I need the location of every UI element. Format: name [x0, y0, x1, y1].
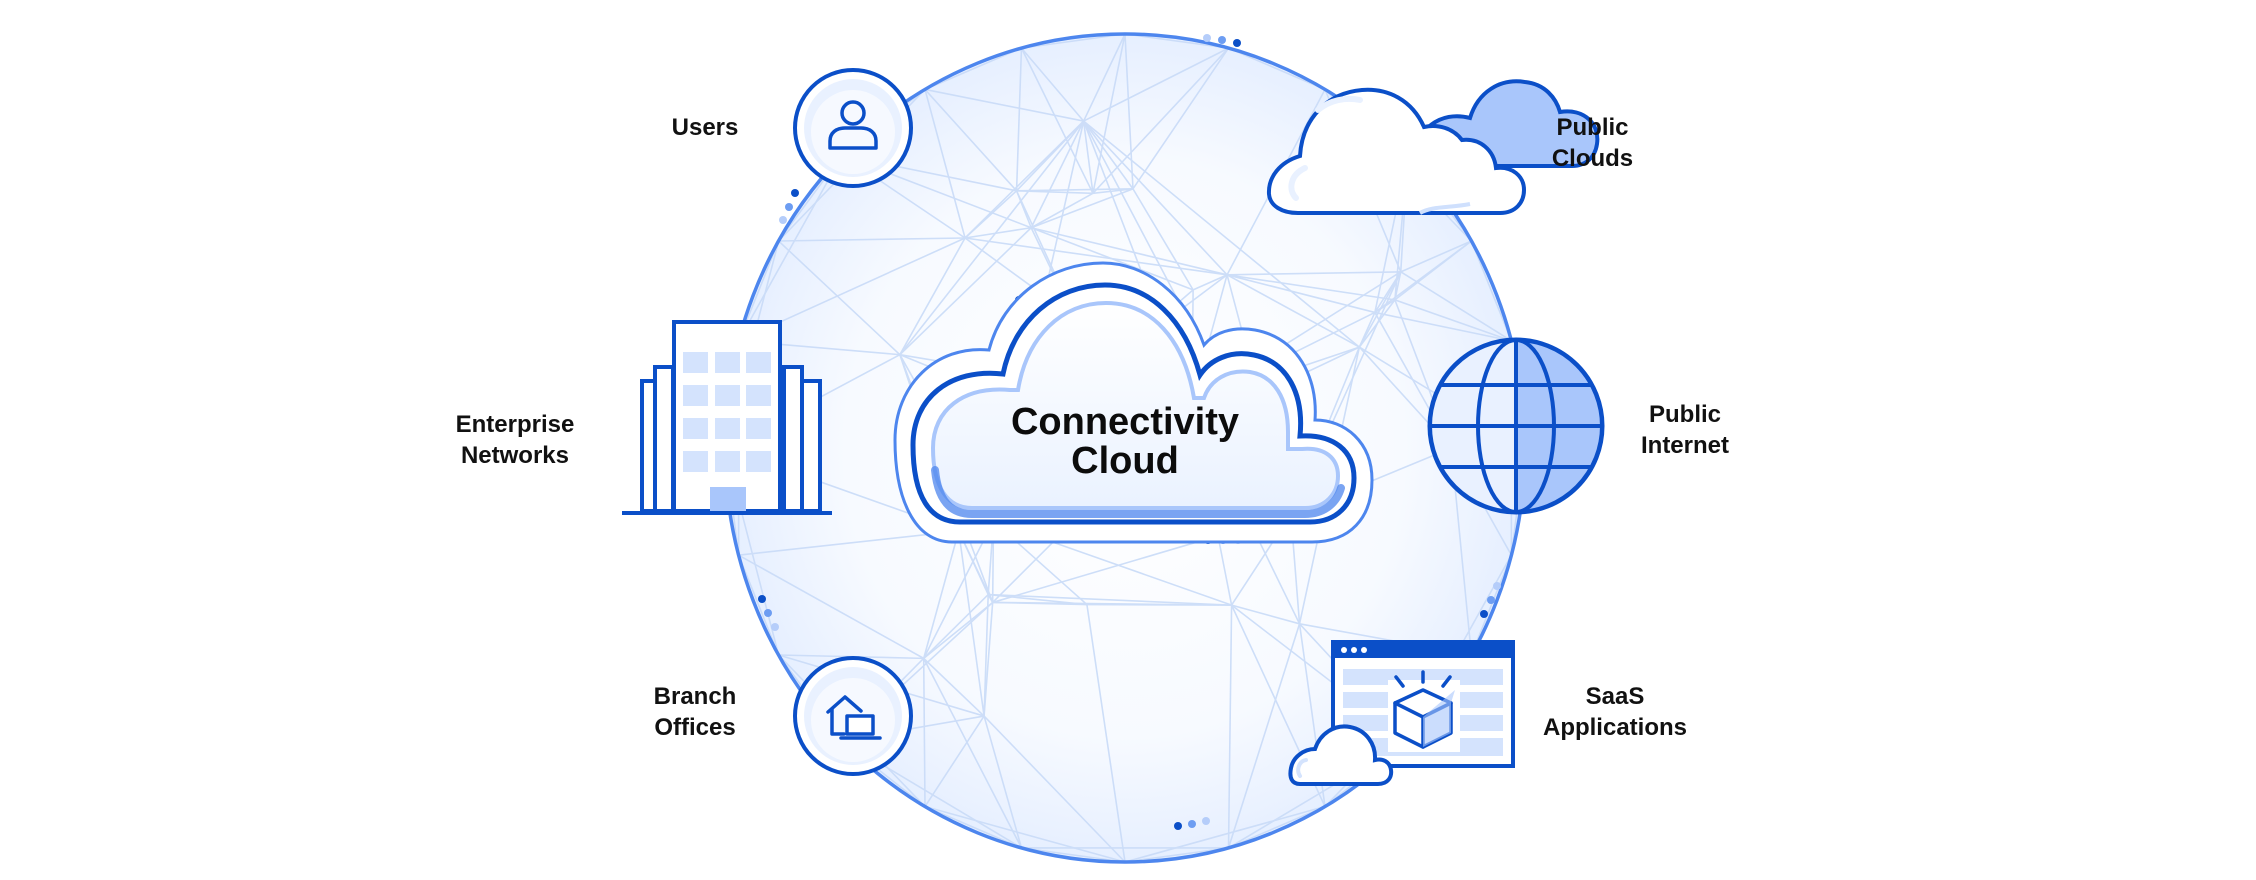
branch-offices-node: [793, 656, 913, 776]
users-label: Users: [671, 114, 739, 141]
mesh-line: [924, 88, 1084, 122]
mesh-line: [964, 120, 1085, 239]
mesh-line: [1132, 188, 1194, 291]
mesh-line: [1020, 47, 1094, 194]
public-clouds-icon: [1266, 79, 1600, 215]
app-window-box-icon: [1331, 640, 1515, 768]
mesh-line: [1124, 33, 1229, 49]
mesh-line: [778, 237, 966, 242]
mesh-line: [1226, 274, 1396, 301]
globe-icon: [1427, 337, 1605, 515]
home-laptop-icon: [826, 695, 882, 740]
mesh-line: [1227, 271, 1401, 276]
mesh-line: [1132, 47, 1230, 190]
mesh-line: [1021, 847, 1126, 863]
mesh-line: [1082, 120, 1134, 190]
public-internet-label: Public Internet: [1640, 401, 1729, 459]
mesh-line: [922, 658, 926, 807]
mesh-line: [1228, 805, 1326, 849]
mesh-line: [1082, 120, 1094, 194]
mesh-line: [1124, 33, 1134, 189]
mesh-line: [1226, 274, 1376, 314]
mesh-line: [737, 154, 843, 342]
mesh-line: [899, 120, 1085, 356]
mesh-line: [983, 715, 1126, 863]
mesh-line: [924, 47, 1022, 91]
mesh-line: [1400, 271, 1512, 342]
mesh-line: [957, 530, 985, 717]
mesh-line: [1374, 240, 1472, 314]
mesh-line: [1358, 271, 1402, 348]
mesh-line: [1400, 240, 1472, 273]
mesh-line: [1394, 271, 1402, 301]
mesh-line: [1020, 47, 1085, 122]
center-title: Connectivity Cloud: [1010, 401, 1240, 482]
mesh-line: [1030, 120, 1085, 229]
mesh-line: [778, 240, 901, 356]
mesh-line: [922, 530, 960, 659]
mesh-line: [983, 715, 1023, 849]
mesh-line: [922, 520, 995, 659]
mesh-line: [1470, 240, 1513, 342]
mesh-line: [924, 88, 1018, 192]
mesh-line: [964, 226, 1032, 239]
mesh-line: [924, 805, 1022, 849]
mesh-line: [1374, 311, 1512, 342]
mesh-line: [1228, 47, 1326, 91]
mesh-line: [1030, 188, 1134, 229]
office-building-icon: [622, 320, 832, 515]
mesh-line: [1083, 120, 1360, 348]
mesh-line: [738, 554, 925, 660]
public-clouds-label: Public Clouds: [1551, 114, 1634, 172]
mesh-line: [964, 237, 1228, 276]
mesh-line: [923, 594, 989, 659]
saas-applications-label: SaaS Applications: [1542, 683, 1687, 741]
mesh-line: [1227, 605, 1233, 848]
connectivity-cloud-icon: [893, 261, 1374, 544]
mesh-line: [1124, 805, 1326, 863]
enterprise-networks-label: Enterprise Networks: [455, 411, 575, 469]
mesh-line: [924, 715, 985, 807]
mesh-line: [1083, 47, 1229, 122]
mesh-line: [1082, 33, 1126, 122]
mesh-line: [1227, 623, 1301, 849]
mesh-line: [992, 601, 1232, 606]
mesh-line: [1016, 188, 1133, 192]
mesh-line: [988, 593, 1232, 606]
mesh-line: [983, 594, 989, 717]
mesh-line: [1226, 274, 1360, 348]
mesh-line: [1021, 33, 1126, 49]
mesh-line: [1030, 226, 1228, 276]
mesh-line: [738, 530, 959, 556]
users-node: [793, 68, 913, 188]
mesh-line: [924, 805, 1126, 863]
mesh-line: [924, 89, 966, 239]
mesh-line: [1030, 192, 1094, 229]
mesh-line: [1083, 120, 1228, 276]
mesh-line: [899, 237, 966, 356]
mesh-line: [923, 657, 985, 717]
mesh-line: [1192, 274, 1228, 291]
user-icon: [828, 100, 878, 150]
mesh-line: [1231, 604, 1300, 625]
mesh-line: [1092, 47, 1230, 194]
mesh-line: [922, 658, 1023, 849]
mesh-line: [1394, 299, 1512, 342]
mesh-line: [1015, 48, 1023, 191]
mesh-line: [1086, 604, 1126, 863]
mesh-line: [1470, 554, 1513, 656]
mesh-line: [1124, 847, 1229, 863]
small-cloud-icon: [1288, 724, 1394, 786]
mesh-line: [737, 554, 780, 656]
branch-offices-label: Branch Offices: [653, 683, 737, 741]
mesh-line: [923, 601, 994, 659]
mesh-line: [899, 227, 1032, 356]
mesh-line: [1092, 33, 1126, 194]
